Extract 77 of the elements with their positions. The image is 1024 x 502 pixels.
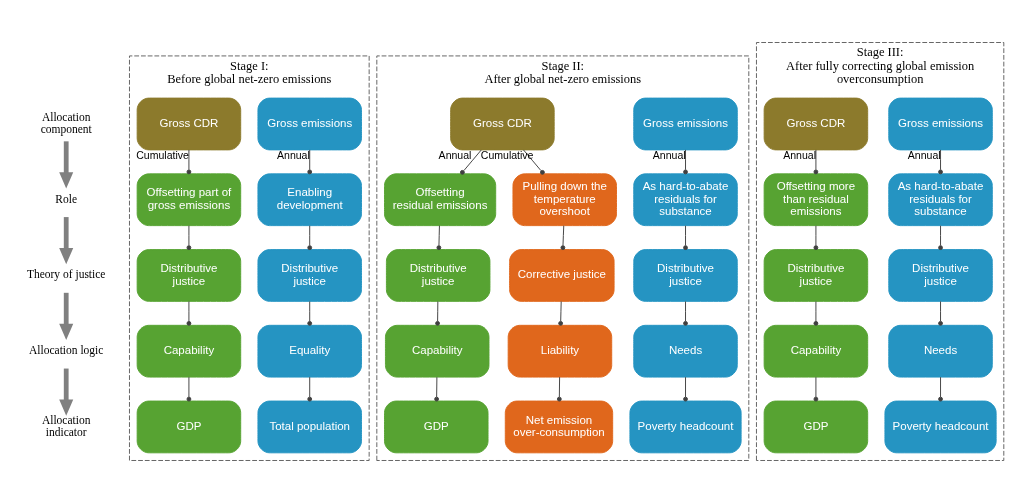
node-box: Enabling development: [257, 172, 362, 226]
connector: [460, 148, 482, 175]
connector: [938, 224, 943, 250]
connector: [186, 224, 192, 250]
connector: [813, 148, 819, 174]
node-box: GDP: [384, 400, 489, 453]
node-box: GDP: [136, 400, 242, 453]
node-box: Liability: [507, 324, 613, 378]
connector: [307, 376, 313, 401]
connector: [813, 224, 819, 250]
connector: [434, 376, 439, 401]
connector: [683, 300, 688, 326]
edge-label: Cumulative: [136, 148, 189, 161]
node-box: Net emission over-consumption: [504, 400, 614, 453]
connector: [683, 224, 688, 250]
node-box: Corrective justice: [509, 248, 615, 302]
connector: [307, 300, 313, 326]
node-box: Gross emissions: [888, 97, 993, 150]
arrow: [59, 216, 74, 264]
node-text: Theory of justice: [26, 267, 106, 280]
node-box: Gross emissions: [257, 97, 362, 150]
node-box: Total population: [257, 400, 362, 453]
node-box: Distributive justice: [633, 248, 738, 302]
connector: [560, 224, 566, 250]
edge-label: Annual: [783, 148, 817, 161]
node-box: Capability: [136, 324, 242, 378]
connector: [683, 376, 688, 401]
node-box: Offsetting part of gross emissions: [136, 172, 242, 226]
node-box: As hard-to-abate residuals for substance: [633, 172, 738, 226]
connector: [307, 224, 313, 250]
node-text: Role: [55, 192, 78, 205]
connector: [186, 376, 192, 401]
node-box: Distributive justice: [763, 248, 869, 302]
arrow: [59, 368, 74, 416]
node-text: Allocation component: [40, 110, 92, 135]
node-box: Offsetting more than residual emissions: [763, 172, 869, 226]
node-box: Distributive justice: [257, 248, 362, 302]
node-box: Needs: [633, 324, 738, 378]
node-box: Gross emissions: [633, 97, 738, 150]
node-text: Allocation indicator: [41, 413, 91, 438]
edge-label: Annual: [438, 148, 472, 161]
arrow: [59, 140, 74, 188]
node-box: Poverty headcount: [884, 400, 997, 453]
edge-label: Cumulative: [480, 148, 534, 161]
node-box: Poverty headcount: [629, 400, 742, 453]
node-box: Distributive justice: [385, 248, 491, 302]
node-box: Offsetting residual emissions: [384, 172, 497, 226]
node-box: Pulling down the temperature overshoot: [512, 172, 617, 226]
node-box: GDP: [763, 400, 869, 453]
connector: [683, 148, 688, 174]
edge-label: Annual: [652, 148, 686, 161]
arrow: [59, 292, 74, 340]
node-box: Gross CDR: [763, 97, 869, 150]
connector: [558, 300, 564, 326]
edge-label: Annual: [907, 148, 941, 161]
connector: [813, 376, 819, 401]
connector: [938, 300, 943, 326]
connector: [938, 148, 943, 174]
node-box: Distributive justice: [888, 248, 993, 302]
node-box: Gross CDR: [136, 97, 242, 150]
node-box: Equality: [257, 324, 362, 378]
edge-label: Annual: [277, 148, 310, 161]
node-box: Distributive justice: [136, 248, 242, 302]
connector: [523, 148, 545, 175]
node-box: Capability: [384, 324, 490, 378]
connector: [813, 300, 819, 326]
node-box: Needs: [888, 324, 993, 378]
node-box: As hard-to-abate residuals for substance: [888, 172, 993, 226]
connector: [938, 376, 943, 401]
connector: [436, 224, 442, 250]
node-text: Allocation logic: [29, 343, 104, 356]
connector: [556, 376, 562, 401]
connector: [186, 148, 192, 174]
node-box: Gross CDR: [450, 97, 555, 150]
node-box: Capability: [763, 324, 869, 378]
connector: [435, 300, 440, 326]
connector: [186, 300, 192, 326]
